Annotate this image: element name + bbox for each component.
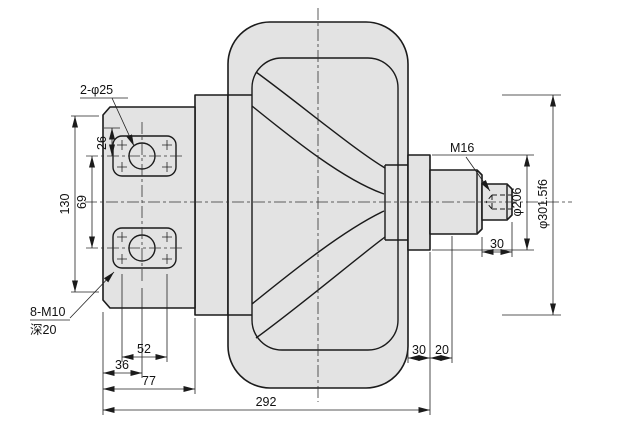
drum-inner-contour <box>251 57 399 351</box>
ports-leader <box>111 97 135 147</box>
dim-77-label: 77 <box>142 374 156 388</box>
bolts-callout-label: 8-M10 <box>30 305 65 319</box>
dim-36-label: 36 <box>115 358 129 372</box>
part-views <box>102 21 513 389</box>
dim-26-label: 26 <box>95 136 109 150</box>
hub-bore <box>384 164 408 241</box>
web-curves <box>251 71 386 339</box>
dim-30-shaft-label: 30 <box>490 237 504 251</box>
dim-20-label: 20 <box>435 343 449 357</box>
thread-label: M16 <box>450 141 474 155</box>
dim-52-label: 52 <box>137 342 151 356</box>
dim-130-label: 130 <box>58 194 72 215</box>
shaft-journal <box>481 183 513 221</box>
neck-inner-lines <box>228 94 252 316</box>
bolts-leader <box>69 271 115 319</box>
output-spigot <box>407 154 431 251</box>
m16-tapped-hole <box>485 194 512 210</box>
mounting-neck <box>194 94 229 316</box>
dim-69-label: 69 <box>75 195 89 209</box>
ports-callout-label: 2-φ25 <box>80 83 113 97</box>
dia-301-label: φ301.5f6 <box>536 179 550 229</box>
dimension-lines <box>72 95 556 413</box>
output-shaft <box>429 169 483 235</box>
dia-206-label: φ206 <box>510 187 524 216</box>
dimension-labels: 2-φ25 8-M10 深20 M16 26 69 130 52 36 77 2… <box>30 83 550 409</box>
bolt-hole-marks <box>117 140 172 264</box>
dim-292-label: 292 <box>256 395 277 409</box>
dimensions: 2-φ25 8-M10 深20 M16 26 69 130 52 36 77 2… <box>30 83 561 415</box>
bolts-depth-label: 深20 <box>30 323 56 337</box>
extension-lines <box>71 94 561 415</box>
dim-30-step-label: 30 <box>412 343 426 357</box>
leader-lines <box>30 97 491 321</box>
centerlines <box>85 8 572 402</box>
m16-leader <box>465 156 491 192</box>
mounting-flange <box>102 106 196 309</box>
